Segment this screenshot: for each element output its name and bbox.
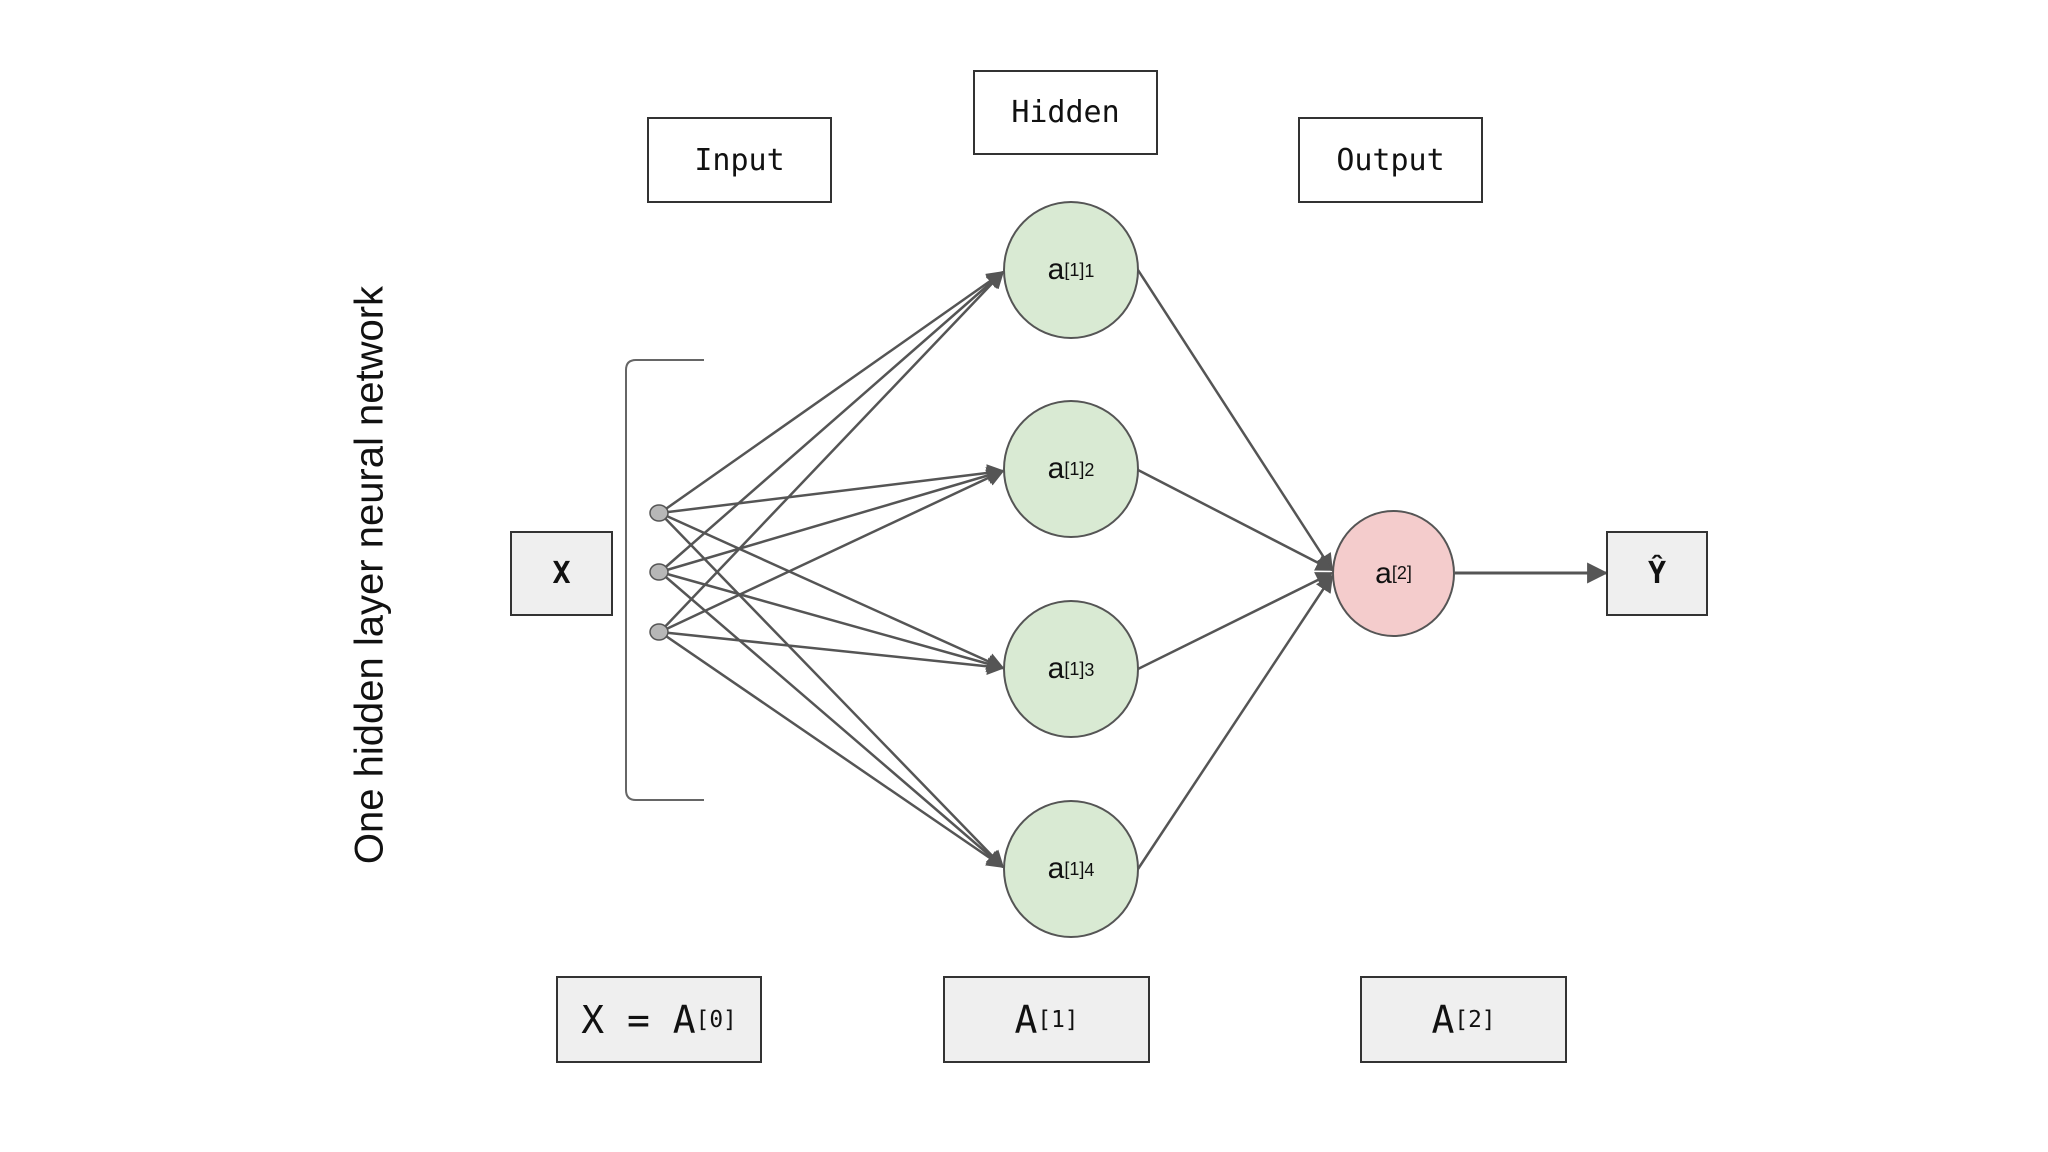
edge-h4-out bbox=[1136, 574, 1334, 870]
edge-x3-h4 bbox=[659, 630, 1005, 869]
edge-x3-h1 bbox=[659, 270, 1005, 633]
edge-x3-h2 bbox=[659, 469, 1005, 634]
edge-x2-h4 bbox=[659, 571, 1005, 869]
hidden-node-1: a[1]1 bbox=[1003, 201, 1139, 339]
yhat-output-box: Ŷ bbox=[1606, 531, 1708, 616]
input-node-2 bbox=[649, 563, 669, 581]
hidden-node-3: a[1]3 bbox=[1003, 600, 1139, 738]
header-input: Input bbox=[647, 117, 832, 203]
input-node-1 bbox=[649, 504, 669, 522]
x-input-box: X bbox=[510, 531, 613, 616]
edge-x1-h4 bbox=[659, 512, 1005, 869]
header-output: Output bbox=[1298, 117, 1483, 203]
edge-h3-out bbox=[1137, 571, 1334, 671]
edge-h1-out bbox=[1136, 269, 1334, 572]
hidden-node-2: a[1]2 bbox=[1003, 400, 1139, 538]
input-node-3 bbox=[649, 623, 669, 641]
edge-x1-h2 bbox=[659, 464, 1005, 515]
edge-x2-h1 bbox=[659, 270, 1005, 573]
header-hidden: Hidden bbox=[973, 70, 1158, 155]
edge-x2-h2 bbox=[659, 467, 1005, 574]
edge-x2-h3 bbox=[659, 570, 1005, 673]
activation-a2-box: A[2] bbox=[1360, 976, 1567, 1063]
edge-h2-out bbox=[1137, 468, 1334, 572]
activation-a0-box: X = A[0] bbox=[556, 976, 762, 1063]
diagram-title: One hidden layer neural network bbox=[347, 285, 392, 865]
edge-x1-h1 bbox=[659, 270, 1005, 515]
hidden-node-4: a[1]4 bbox=[1003, 800, 1139, 938]
output-node: a[2] bbox=[1332, 510, 1455, 637]
edge-x3-h3 bbox=[659, 630, 1005, 676]
activation-a1-box: A[1] bbox=[943, 976, 1150, 1063]
edge-x1-h3 bbox=[659, 511, 1005, 670]
input-bracket bbox=[625, 359, 704, 801]
